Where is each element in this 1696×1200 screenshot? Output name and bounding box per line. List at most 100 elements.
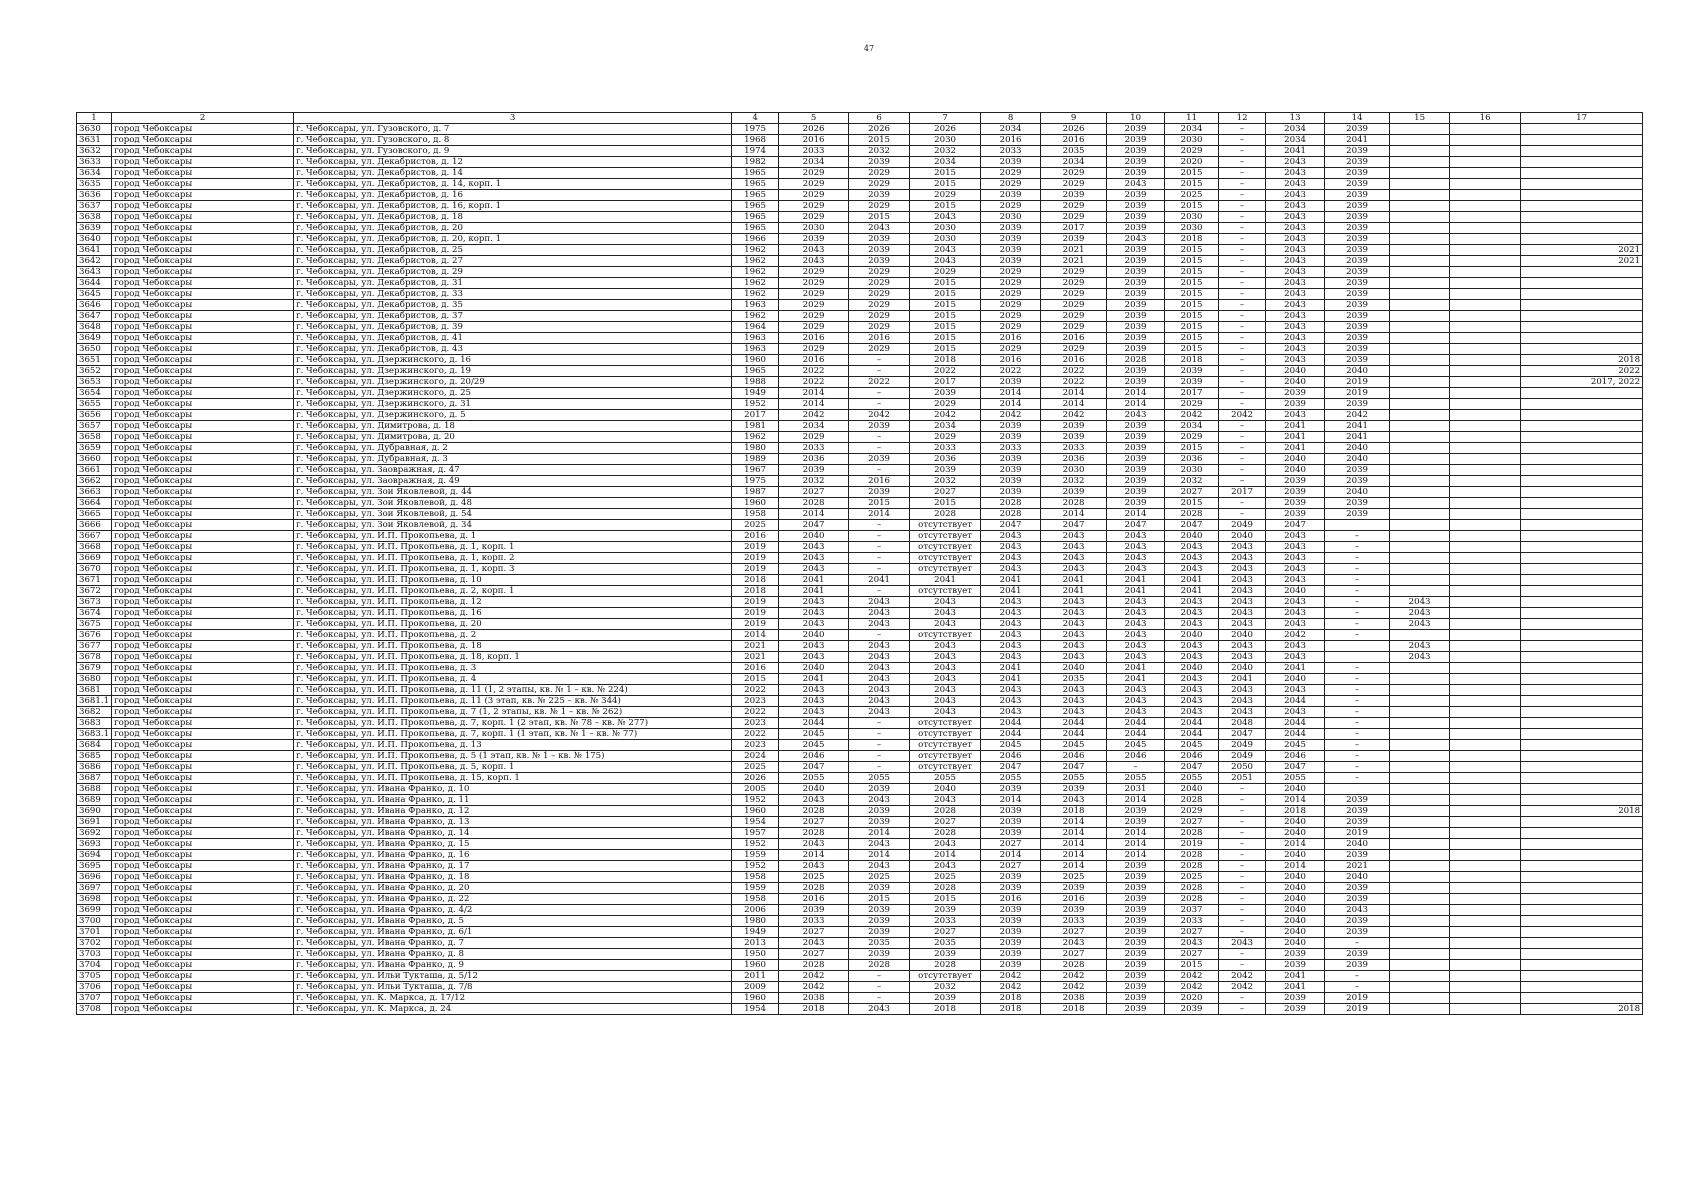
cell-col-16: [1449, 948, 1522, 960]
cell-col-2: город Чебоксары: [111, 640, 295, 652]
cell-col-17: [1520, 123, 1644, 135]
cell-col-1: 3664: [75, 497, 113, 509]
cell-col-13: 2043: [1265, 409, 1326, 421]
cell-col-1: 3665: [75, 508, 113, 520]
cell-col-14: 2039: [1324, 266, 1391, 278]
cell-col-12: –: [1218, 959, 1267, 971]
cell-col-4: 1963: [731, 299, 780, 311]
cell-col-4: 1980: [731, 915, 780, 927]
cell-col-14: 2039: [1324, 893, 1391, 905]
cell-col-3: г. Чебоксары, ул. Декабристов, д. 35: [293, 299, 733, 311]
cell-col-1: 3676: [75, 629, 113, 641]
cell-col-5: 2043: [778, 563, 850, 575]
cell-col-12: –: [1218, 222, 1267, 234]
cell-col-16: [1449, 739, 1522, 751]
cell-col-17: [1520, 497, 1644, 509]
cell-col-16: [1449, 376, 1522, 388]
cell-col-10: 2039: [1106, 156, 1166, 168]
cell-col-4: 1965: [731, 189, 780, 201]
cell-col-2: город Чебоксары: [111, 893, 295, 905]
cell-col-9: 2014: [1040, 398, 1108, 410]
cell-col-3: г. Чебоксары, ул. Димитрова, д. 20: [293, 431, 733, 443]
cell-col-7: 2022: [909, 365, 982, 377]
cell-col-16: [1449, 123, 1522, 135]
cell-col-17: [1520, 717, 1644, 729]
cell-col-11: 2028: [1164, 794, 1220, 806]
cell-col-13: 2043: [1265, 200, 1326, 212]
cell-col-7: 2015: [909, 288, 982, 300]
cell-col-10: 2045: [1106, 739, 1166, 751]
cell-col-2: город Чебоксары: [111, 684, 295, 696]
cell-col-15: [1389, 530, 1451, 542]
cell-col-4: 2018: [731, 574, 780, 586]
cell-col-11: 2043: [1164, 541, 1220, 553]
cell-col-7: 2030: [909, 134, 982, 146]
cell-col-7: 2030: [909, 222, 982, 234]
cell-col-14: –: [1324, 673, 1391, 685]
cell-col-8: 2028: [980, 508, 1042, 520]
cell-col-8: 2014: [980, 794, 1042, 806]
cell-col-3: г. Чебоксары, ул. Ивана Франко, д. 17: [293, 860, 733, 872]
cell-col-13: 2040: [1265, 816, 1326, 828]
cell-col-7: 2041: [909, 574, 982, 586]
cell-col-13: 2040: [1265, 783, 1326, 795]
cell-col-3: г. Чебоксары, ул. Ильи Тукташа, д. 5/12: [293, 970, 733, 982]
cell-col-12: –: [1218, 431, 1267, 443]
cell-col-7: 2034: [909, 156, 982, 168]
cell-col-17: [1520, 134, 1644, 146]
cell-col-16: [1449, 541, 1522, 553]
cell-col-11: 2036: [1164, 453, 1220, 465]
cell-col-4: 2019: [731, 552, 780, 564]
cell-col-16: [1449, 882, 1522, 894]
cell-col-1: 3672: [75, 585, 113, 597]
cell-col-15: [1389, 453, 1451, 465]
cell-col-13: 2043: [1265, 189, 1326, 201]
cell-col-13: 2040: [1265, 849, 1326, 861]
cell-col-4: 2018: [731, 585, 780, 597]
cell-col-9: 2039: [1040, 882, 1108, 894]
cell-col-9: 2017: [1040, 222, 1108, 234]
cell-col-6: –: [848, 519, 911, 531]
cell-col-12: –: [1218, 1003, 1267, 1015]
cell-col-11: 2046: [1164, 750, 1220, 762]
cell-col-7: отсутствует: [909, 519, 982, 531]
cell-col-13: 2043: [1265, 299, 1326, 311]
cell-col-7: отсутствует: [909, 585, 982, 597]
cell-col-13: 2044: [1265, 695, 1326, 707]
cell-col-13: 2034: [1265, 134, 1326, 146]
cell-col-16: [1449, 860, 1522, 872]
cell-col-11: 2042: [1164, 981, 1220, 993]
cell-col-4: 1974: [731, 145, 780, 157]
cell-col-8: 2043: [980, 552, 1042, 564]
cell-col-5: 2043: [778, 651, 850, 663]
cell-col-2: город Чебоксары: [111, 530, 295, 542]
cell-col-5: 2030: [778, 222, 850, 234]
cell-col-2: город Чебоксары: [111, 904, 295, 916]
cell-col-3: г. Чебоксары, ул. Дзержинского, д. 19: [293, 365, 733, 377]
cell-col-10: 2039: [1106, 992, 1166, 1004]
cell-col-6: 2043: [848, 1003, 911, 1015]
cell-col-8: 2047: [980, 761, 1042, 773]
cell-col-14: 2040: [1324, 871, 1391, 883]
cell-col-6: 2039: [848, 233, 911, 245]
cell-col-16: [1449, 640, 1522, 652]
cell-col-1: 3680: [75, 673, 113, 685]
cell-col-9: 2033: [1040, 442, 1108, 454]
cell-col-6: 2015: [848, 134, 911, 146]
cell-col-6: 2041: [848, 574, 911, 586]
cell-col-11: 2025: [1164, 871, 1220, 883]
cell-col-6: 2043: [848, 860, 911, 872]
cell-col-11: 2020: [1164, 156, 1220, 168]
cell-col-11: 2040: [1164, 662, 1220, 674]
cell-col-17: [1520, 673, 1644, 685]
cell-col-5: 2043: [778, 596, 850, 608]
cell-col-13: 2043: [1265, 563, 1326, 575]
cell-col-16: [1449, 816, 1522, 828]
cell-col-11: 2015: [1164, 343, 1220, 355]
cell-col-13: 2041: [1265, 970, 1326, 982]
cell-col-14: –: [1324, 574, 1391, 586]
